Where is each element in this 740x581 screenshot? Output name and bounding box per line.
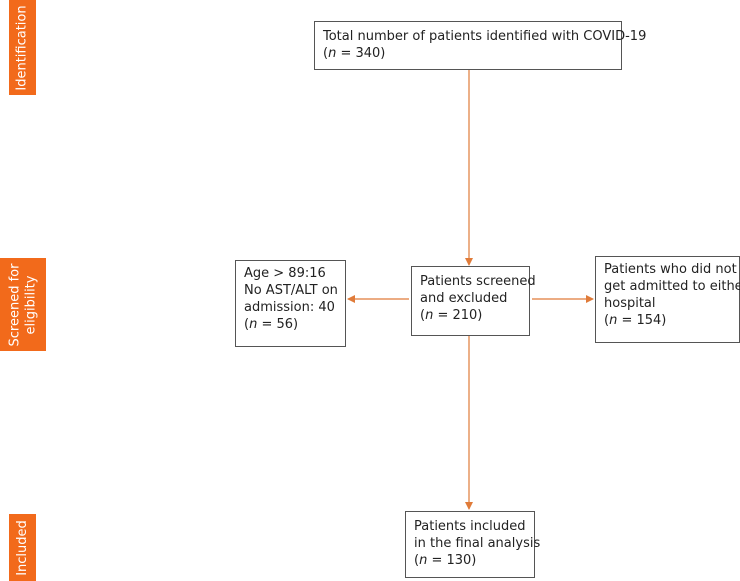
box-not-admitted-line2: get admitted to either — [604, 279, 740, 294]
n-symbol: n — [609, 313, 618, 328]
box-included: Patients included in the final analysis … — [405, 511, 541, 578]
box-excluded-n-value: = 56) — [257, 317, 299, 332]
box-included-n-value: = 130) — [427, 553, 477, 568]
box-screened-excluded: Patients screened and excluded (n = 210) — [411, 266, 536, 336]
stage-identification: Identification — [9, 0, 36, 95]
box-screened-line2: and excluded — [420, 291, 508, 306]
stage-screened-for-eligibility: Screened for eligibility — [0, 258, 46, 351]
box-included-line2: in the final analysis — [414, 536, 541, 551]
box-screened-n-value: = 210) — [433, 308, 483, 323]
box-screened-count: (n = 210) — [420, 308, 483, 323]
box-not-admitted-count: (n = 154) — [604, 313, 667, 328]
n-symbol: n — [419, 553, 428, 568]
box-excluded-line2: No AST/ALT on — [244, 283, 338, 298]
stage-included: Included — [9, 514, 36, 581]
box-total-patients: Total number of patients identified with… — [314, 21, 647, 70]
box-not-admitted: Patients who did not get admitted to eit… — [595, 256, 740, 343]
box-excluded-line1: Age > 89:16 — [244, 266, 326, 281]
box-included-count: (n = 130) — [414, 553, 477, 568]
box-total-line1: Total number of patients identified with… — [323, 29, 647, 44]
box-not-admitted-n-value: = 154) — [617, 313, 667, 328]
n-symbol: n — [249, 317, 258, 332]
box-excluded-count: (n = 56) — [244, 317, 299, 332]
box-included-line1: Patients included — [414, 519, 526, 534]
box-excluded-line3: admission: 40 — [244, 300, 335, 315]
box-not-admitted-line1: Patients who did not — [604, 262, 737, 277]
box-excluded-reasons: Age > 89:16 No AST/ALT on admission: 40 … — [235, 260, 346, 347]
box-not-admitted-line3: hospital — [604, 296, 656, 311]
box-total-count: (n = 340) — [323, 46, 386, 61]
box-screened-line1: Patients screened — [420, 274, 536, 289]
n-symbol: n — [328, 46, 337, 61]
box-total-n-value: = 340) — [336, 46, 386, 61]
n-symbol: n — [425, 308, 434, 323]
